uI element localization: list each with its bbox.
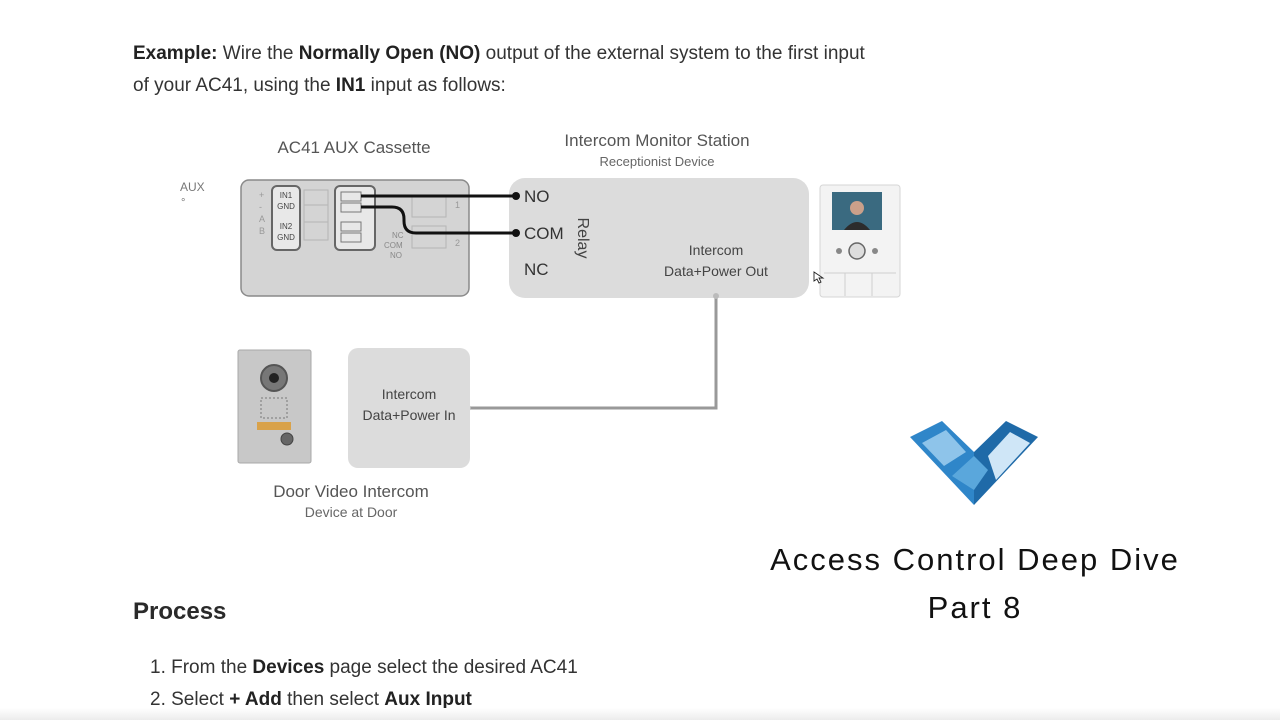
data-cable xyxy=(468,296,718,410)
step-text-segment: page select the desired AC41 xyxy=(324,657,578,678)
relay-terminal-block xyxy=(334,185,376,251)
step-text-segment: 1. From the xyxy=(150,657,253,678)
relay-no-label: NO xyxy=(524,187,550,206)
no-terminal-dot xyxy=(512,192,520,200)
monitor-screen-face xyxy=(850,201,864,215)
data-out-line-2: Data+Power Out xyxy=(664,263,768,279)
intro-text: Example: Wire the Normally Open (NO) out… xyxy=(133,38,865,102)
intro-text-segment: input as follows: xyxy=(365,75,506,96)
wire-com xyxy=(361,205,516,235)
monitor-title: Intercom Monitor Station xyxy=(564,131,749,150)
monitor-subtitle: Receptionist Device xyxy=(600,154,715,169)
monitor-screen-figure xyxy=(844,222,870,230)
door-speaker-grille xyxy=(260,397,288,419)
gnd1-terminal-label: GND xyxy=(277,202,295,211)
example-label: Example: xyxy=(133,43,218,64)
brand-overlay: Access Control Deep Dive Part 8 xyxy=(740,536,1210,632)
cassette-title: AC41 AUX Cassette xyxy=(277,138,430,157)
terminal-detail xyxy=(303,189,329,241)
input-terminal-block xyxy=(271,185,301,251)
normally-open-label: Normally Open (NO) xyxy=(298,43,481,64)
relay-slot-4 xyxy=(340,232,362,243)
door-title: Door Video Intercom xyxy=(273,482,429,501)
cassette-num-2: 2 xyxy=(455,238,460,248)
door-name-plate xyxy=(257,422,291,430)
minus-label: - xyxy=(259,202,262,212)
process-steps: 1. From the Devices page select the desi… xyxy=(150,652,578,716)
in1-terminal-label: IN1 xyxy=(280,191,293,200)
monitor-button xyxy=(836,248,842,254)
relay-nc-label: NC xyxy=(524,260,549,279)
monitor-station-box xyxy=(509,178,809,298)
gnd2-terminal-label: GND xyxy=(277,233,295,242)
data-out-line-1: Intercom xyxy=(689,242,743,258)
aux-dot: ° xyxy=(181,197,185,209)
door-subtitle: Device at Door xyxy=(305,504,398,520)
cassette-no-label: NO xyxy=(390,251,402,260)
step-text-segment: then select xyxy=(281,689,385,710)
data-in-line-1: Intercom xyxy=(382,386,436,402)
intro-line-2: of your AC41, using the IN1 input as fol… xyxy=(133,70,865,102)
relay-slot-3 xyxy=(340,221,362,232)
a-label: A xyxy=(259,214,265,224)
process-step-2: 2. Select + Add then select Aux Input xyxy=(150,684,578,716)
step-text-segment: 2. Select xyxy=(150,689,230,710)
intro-text-segment: Wire the xyxy=(217,43,299,64)
intro-line-1: Example: Wire the Normally Open (NO) out… xyxy=(133,38,865,70)
in2-terminal-label: IN2 xyxy=(280,222,293,231)
process-title: Process xyxy=(133,598,227,625)
devices-label: Devices xyxy=(252,657,325,678)
process-step-1: 1. From the Devices page select the desi… xyxy=(150,652,578,684)
data-in-line-2: Data+Power In xyxy=(363,407,456,423)
brand-logo-icon xyxy=(910,421,1038,505)
relay-com-label: COM xyxy=(524,224,564,243)
aux-label: AUX xyxy=(180,180,205,194)
cassette-detail xyxy=(411,225,447,249)
brand-part: Part 8 xyxy=(927,590,1023,625)
monitor-dial xyxy=(848,242,866,260)
com-terminal-dot xyxy=(512,229,520,237)
door-data-power-box xyxy=(348,348,470,468)
intro-text-segment: of your AC41, using the xyxy=(133,75,336,96)
door-call-button xyxy=(280,432,294,446)
b-label: B xyxy=(259,226,265,236)
brand-title: Access Control Deep Dive xyxy=(770,542,1180,577)
relay-label: Relay xyxy=(574,218,591,259)
door-intercom-image xyxy=(237,349,312,464)
hand-cursor-icon xyxy=(813,271,825,284)
in1-label: IN1 xyxy=(335,75,366,96)
intro-text-segment: output of the external system to the fir… xyxy=(480,43,865,64)
cassette-nc-label: NC xyxy=(392,231,404,240)
cassette-num-1: 1 xyxy=(455,200,460,210)
monitor-button xyxy=(872,248,878,254)
bottom-fade xyxy=(0,708,1280,720)
cassette-com-label: COM xyxy=(384,241,403,250)
plus-label: + xyxy=(259,190,264,200)
door-camera-lens xyxy=(269,373,279,383)
add-label: + Add xyxy=(229,689,282,710)
cable-connector-top xyxy=(713,293,719,299)
aux-input-label: Aux Input xyxy=(384,689,472,710)
